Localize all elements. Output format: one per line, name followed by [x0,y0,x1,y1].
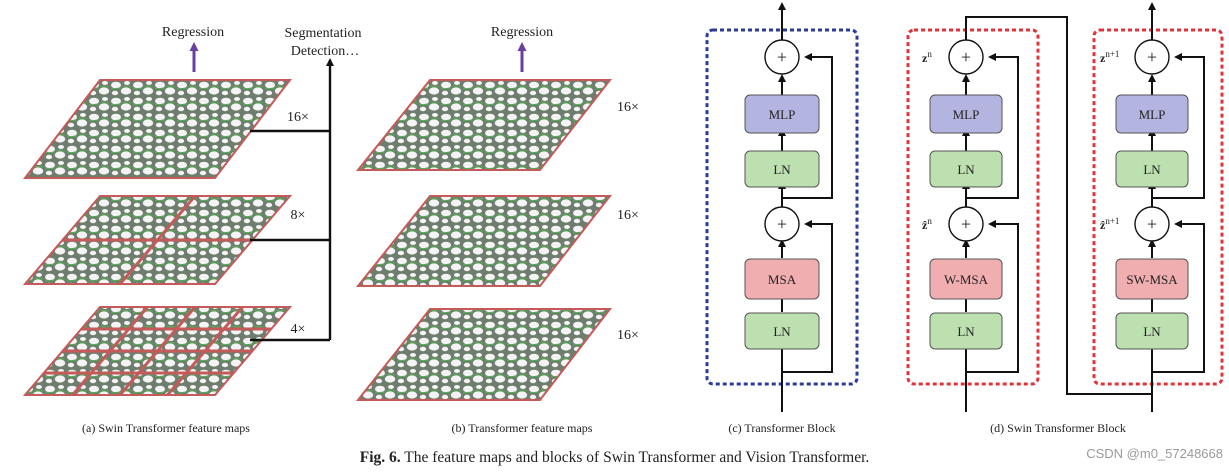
ln-box-d-left-bottom [929,312,1003,350]
caption-c: (c) Transformer Block [728,421,835,435]
scale-label-16x: 16× [287,110,309,125]
residual-path-1 [782,220,833,373]
transformer-map-1 [355,79,613,171]
figure-caption-label: Fig. 6. [359,449,401,466]
add-node-d-left-lower [948,206,984,242]
panel-b: Regression 16× 16× 16× (b) Transformer f… [355,25,639,435]
zhat-n-label: ẑn [922,216,932,232]
caption-d: (d) Swin Transformer Block [990,421,1126,435]
transformer-map-3 [355,308,613,401]
sw-msa-label: SW-MSA [1126,272,1178,287]
mlp-box-d-right [1115,94,1189,134]
zhat-n1-label: ẑn+1 [1100,216,1119,232]
plus-d-left-upper: + [961,47,971,67]
feature-map-4x [22,306,293,396]
panel-d: LN W-MSA + LN MLP + zn ẑn LN SW-MSA [906,2,1224,435]
ln-label-d-right-top: LN [1143,162,1161,177]
add-node-d-right-upper [1134,39,1170,75]
w-msa-label: W-MSA [944,272,989,287]
swin-block-frame-left [906,28,1040,386]
z-n1-label: zn+1 [1100,49,1119,65]
feature-map-16x [22,79,293,179]
feature-map-8x [22,195,293,285]
ln-label-c-top: LN [773,162,791,177]
panel-c: LN MSA + LN MLP + (c) Transformer Block [705,2,859,435]
mlp-box-c [744,94,820,134]
plus-c-upper: + [777,47,787,67]
caption-a: (a) Swin Transformer feature maps [82,421,250,435]
add-node-d-left-upper [948,39,984,75]
scale-label-8x: 8× [291,208,306,223]
ln-label-c-bottom: LN [773,324,791,339]
msa-box [744,258,820,300]
ln-label-d-left-bottom: LN [957,324,975,339]
plus-c-lower: + [777,214,787,234]
scale-label-b2: 16× [617,208,639,223]
scale-label-b3: 16× [617,328,639,343]
caption-b: (b) Transformer feature maps [452,421,593,435]
residual-path-d1 [966,220,1019,373]
z-n-label: zn [922,49,932,65]
mlp-label-d-right: MLP [1139,107,1166,122]
ln-box-d-right-bottom [1115,312,1189,350]
ln-label-d-left-top: LN [957,162,975,177]
residual-path-d4 [1152,53,1205,199]
ln-box-d-left-top [929,150,1003,188]
plus-d-right-upper: + [1147,47,1157,67]
ln-box-d-right-top [1115,150,1189,188]
ln-label-d-right-bottom: LN [1143,324,1161,339]
transformer-map-2 [355,195,613,287]
residual-path-d3 [1152,220,1205,373]
mlp-label-d-left: MLP [953,107,980,122]
add-node-c-upper [764,39,800,75]
ln-box-c-top [744,150,820,188]
msa-label: MSA [768,272,797,287]
figure-caption-text: The feature maps and blocks of Swin Tran… [404,449,870,466]
regression-label-b: Regression [491,25,553,40]
ln-box-c-bottom [744,312,820,350]
residual-path-2 [782,53,833,199]
panel-a: Regression Segmentation Detection… [22,25,362,435]
mlp-label-c: MLP [769,107,796,122]
detection-label: Detection… [291,44,359,59]
mlp-box-d-left [929,94,1003,134]
add-node-d-right-lower [1134,206,1170,242]
watermark: CSDN @m0_57248668 [1086,446,1223,461]
w-msa-box [929,258,1003,300]
add-node-c-lower [764,206,800,242]
sw-msa-box [1115,258,1189,300]
regression-label-a: Regression [162,25,224,40]
plus-d-left-lower: + [961,214,971,234]
segmentation-label: Segmentation [285,26,362,41]
scale-label-b1: 16× [617,100,639,115]
residual-path-d2 [966,53,1019,199]
scale-label-4x: 4× [291,322,306,337]
swin-block-frame-right [1092,28,1224,386]
figure-caption: Fig. 6. The feature maps and blocks of S… [0,449,1229,467]
plus-d-right-lower: + [1147,214,1157,234]
